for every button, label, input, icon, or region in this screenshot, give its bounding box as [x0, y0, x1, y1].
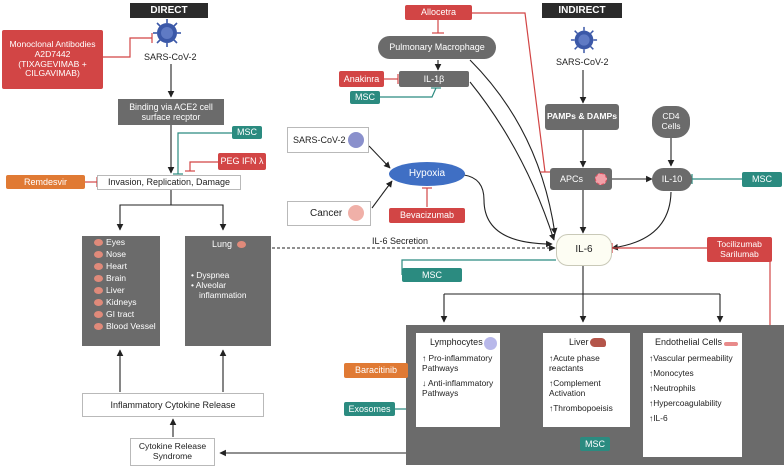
organ-blood-vessel: Blood Vessel: [94, 321, 156, 331]
remdesvir-box: Remdesvir: [6, 175, 85, 189]
arrow-pm-il6: [469, 59, 558, 235]
lung-item: • Alveolar inflammation: [191, 280, 247, 301]
bevacizumab-box: Bevacizumab: [389, 208, 465, 223]
inhibit-mab: [103, 37, 152, 58]
il6-secretion-label: IL-6 Secretion: [372, 236, 429, 246]
lung-icon: [236, 241, 246, 249]
endothelial-il6-item: ↑IL-6: [649, 413, 668, 424]
blood-vessel-icon: [94, 323, 103, 331]
cytokine-release-syndrome-box: Cytokine Release Syndrome: [130, 438, 215, 466]
virus-indirect-label: SARS-CoV-2: [556, 57, 609, 67]
invasion-box: Invasion, Replication, Damage: [97, 175, 241, 190]
binding-box: Binding via ACE2 cell surface recptor: [118, 99, 224, 125]
pulmonary-macrophage-box: Pulmonary Macrophage: [378, 36, 496, 59]
lymphocytes-title: Lymphocytes: [430, 337, 483, 347]
inhibit-msc-il1b: [380, 87, 437, 98]
liver-item: ↑Thrombopoeisis: [549, 403, 613, 414]
liver-icon: [590, 338, 606, 347]
arrow-virus-hypoxia: [368, 145, 391, 169]
lymphocytes-item: ↓ Anti-inflammatory Pathways: [422, 377, 494, 399]
liver-title: Liver: [569, 337, 589, 347]
eyes-icon: [94, 239, 103, 247]
inhibit-msc-direct: [177, 132, 232, 174]
endothelial-item: ↑Neutrophils: [649, 382, 696, 393]
inflammatory-cytokine-box: Inflammatory Cytokine Release: [82, 393, 264, 417]
msc-il6-box: MSC: [402, 268, 462, 282]
organ-nose: Nose: [94, 249, 126, 259]
arrow-invasion-organs: [116, 190, 172, 231]
msc-il1b-box: MSC: [350, 91, 380, 104]
brain-icon: [94, 275, 103, 283]
organ-kidneys: Kidneys: [94, 297, 137, 307]
liver-item: ↑Complement Activation: [549, 377, 601, 399]
organ-eyes: Eyes: [94, 237, 125, 247]
lung-item: • Dyspnea: [191, 270, 230, 280]
endothelial-icon: [724, 342, 738, 346]
endothelial-item: ↑Hypercoagulability: [649, 398, 722, 409]
organ-brain: Brain: [94, 273, 126, 283]
virus-icon: [152, 18, 182, 48]
cd4-cells-box: CD4 Cells: [652, 106, 690, 138]
endothelial-card: Endothelial Cells ↑Vascular permeability…: [643, 333, 742, 457]
baracitinib-box: Baracitinib: [344, 363, 408, 378]
peg-ifn-box: PEG IFN λ: [218, 153, 266, 170]
virus-label: SARS-CoV-2: [144, 52, 197, 62]
pamps-damps-box: PAMPs & DAMPs: [545, 104, 619, 130]
direct-header: DIRECT: [130, 3, 208, 18]
il10-box: IL-10: [652, 168, 692, 191]
inhibit-allocetra-apcs: [472, 12, 546, 173]
heart-icon: [94, 263, 103, 271]
inhibit-peg: [189, 161, 218, 171]
hypoxia-ellipse: Hypoxia: [389, 162, 465, 186]
msc-effects-box: MSC: [580, 437, 610, 451]
lung-title: Lung: [212, 239, 249, 249]
liver-item: ↑Acute phase reactants: [549, 352, 600, 373]
lung-panel: [185, 236, 271, 346]
endothelial-title: Endothelial Cells: [655, 337, 723, 347]
indirect-header: INDIRECT: [542, 3, 622, 18]
kidneys-icon: [94, 299, 103, 307]
arrow-il10-il6: [611, 191, 672, 251]
tocilizumab-box: Tocilizumab Sarilumab: [707, 237, 772, 262]
endothelial-item: ↑Vascular permeability: [649, 352, 733, 363]
organ-heart: Heart: [94, 261, 127, 271]
apcs-cell-icon: [595, 173, 607, 185]
virus-indirect-icon: [570, 26, 598, 54]
il6-box: IL-6: [556, 234, 612, 266]
exosomes-box: Exosomes: [344, 402, 395, 416]
lymphocyte-icon: [484, 337, 497, 350]
virus-middle-icon: [348, 132, 364, 148]
nose-icon: [94, 251, 103, 259]
liver-icon: [94, 287, 103, 295]
endothelial-item: ↑Monocytes: [649, 367, 694, 378]
liver-card: Liver ↑Acute phase reactants ↑Complement…: [543, 333, 630, 427]
anakinra-box: Anakinra: [339, 71, 384, 87]
arrow-il1b-il6: [469, 81, 556, 241]
organ-liver: Liver: [94, 285, 125, 295]
il1b-box: IL-1β: [399, 71, 469, 87]
gi-tract-icon: [94, 311, 103, 319]
cancer-icon: [348, 205, 364, 221]
lymphocytes-item: ↑ Pro-inflammatory Pathways: [422, 352, 493, 373]
msc-direct-box: MSC: [232, 126, 262, 139]
arrow-invasion-lung: [171, 204, 227, 231]
lung-list: • Dyspnea • Alveolar inflammation: [191, 270, 269, 300]
arrow-hypoxia-il6: [463, 174, 553, 248]
arrow-cancer-hypoxia: [371, 180, 393, 209]
organ-gi-tract: GI tract: [94, 309, 134, 319]
allocetra-box: Allocetra: [405, 5, 472, 20]
msc-il10-box: MSC: [742, 172, 782, 187]
monoclonal-antibodies-box: Monoclonal Antibodies A2D7442 (TIXAGEVIM…: [2, 30, 103, 89]
